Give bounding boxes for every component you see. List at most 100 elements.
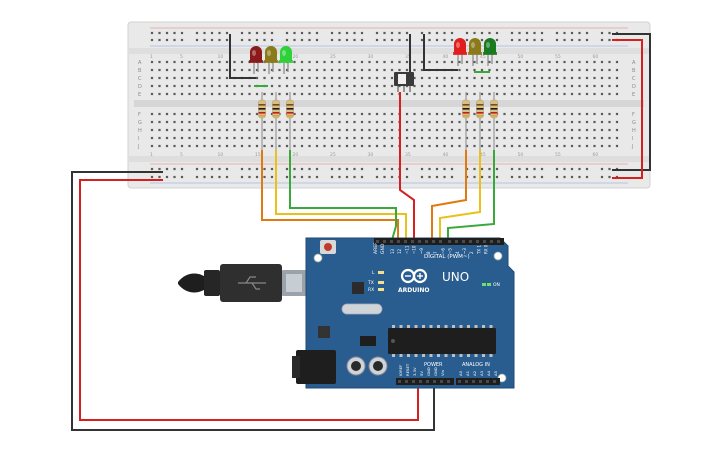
- resistor[interactable]: [476, 92, 484, 150]
- row-letter: H: [138, 128, 142, 134]
- led[interactable]: [453, 38, 467, 66]
- power-pin-label: 3.3V: [412, 367, 417, 376]
- resistor[interactable]: [462, 92, 470, 150]
- l-led: [378, 271, 384, 274]
- wire-yellow-right: [439, 150, 481, 240]
- led[interactable]: [249, 46, 263, 74]
- analog-pin-label: A2: [472, 370, 477, 376]
- row-letter: G: [138, 120, 142, 126]
- column-number: 35: [405, 152, 411, 158]
- column-number: 50: [518, 54, 524, 60]
- row-letter: E: [138, 92, 141, 98]
- tx-label: TX: [367, 280, 374, 286]
- wire-black-right-led-gnd: [423, 34, 458, 71]
- analog-header[interactable]: [456, 378, 500, 385]
- digital-pin-label: 7: [433, 251, 438, 254]
- row-letter: F: [138, 112, 141, 118]
- row-letter: C: [138, 76, 142, 82]
- row-letter: A: [632, 60, 636, 66]
- digital-pin-label: ~5: [448, 248, 453, 254]
- led[interactable]: [468, 38, 482, 66]
- breadboard-column-numbers: 1155101015152020252530303535404045455050…: [150, 54, 598, 158]
- digital-pin-label: TX 1: [476, 245, 481, 255]
- column-number: 55: [555, 152, 561, 158]
- wire-black-right-rail: [612, 33, 651, 171]
- reset-button[interactable]: [320, 240, 336, 254]
- wire-orange-right: [431, 150, 467, 240]
- row-letter: A: [138, 60, 142, 66]
- power-jack[interactable]: [292, 350, 336, 384]
- power-pin-label: Vin: [440, 369, 445, 376]
- column-number: 40: [443, 152, 449, 158]
- rx-led: [378, 288, 384, 291]
- gnd-label-top: GND: [380, 243, 386, 254]
- column-number: 60: [593, 152, 599, 158]
- column-number: 30: [368, 54, 374, 60]
- row-letter: J: [631, 144, 633, 150]
- column-number: 25: [330, 152, 336, 158]
- power-pin-label: RESET: [405, 363, 410, 376]
- wire-black-gnd-loop: [71, 171, 435, 431]
- digital-pin-label: ~10: [412, 245, 417, 254]
- resistor-group[interactable]: [258, 92, 498, 150]
- analog-pin-label: A1: [465, 370, 470, 376]
- digital-pin-label: ~11: [404, 245, 409, 254]
- column-number: 50: [518, 152, 524, 158]
- digital-pin-label: RX 0: [484, 244, 489, 254]
- column-number: 40: [443, 54, 449, 60]
- led-group-right[interactable]: [453, 38, 497, 66]
- led[interactable]: [483, 38, 497, 66]
- row-letter: E: [632, 92, 635, 98]
- digital-pin-label: 2: [469, 251, 474, 254]
- resistor[interactable]: [490, 92, 498, 150]
- row-letter: F: [632, 112, 635, 118]
- brand-text: ARDUINO: [398, 287, 429, 294]
- wire-orange-left: [261, 150, 399, 240]
- slide-switch[interactable]: [394, 72, 414, 92]
- power-pin-label: GND: [426, 367, 431, 376]
- led[interactable]: [264, 46, 278, 74]
- power-header[interactable]: [396, 378, 454, 385]
- row-letter: D: [138, 84, 142, 90]
- digital-pin-label: ~9: [419, 248, 424, 254]
- capacitors: [346, 356, 388, 376]
- column-number: 1: [150, 54, 153, 60]
- usb-cable[interactable]: [178, 264, 306, 302]
- power-pin-label: GND: [433, 367, 438, 376]
- on-led: [482, 283, 486, 286]
- wire-green-left: [289, 150, 397, 241]
- column-number: 25: [330, 54, 336, 60]
- analog-pin-label: A4: [486, 370, 491, 376]
- analog-label: ANALOG IN: [462, 362, 490, 368]
- digital-pin-label: 4: [455, 251, 460, 254]
- resistor[interactable]: [258, 92, 266, 150]
- resistor[interactable]: [272, 92, 280, 150]
- wires[interactable]: [71, 33, 651, 431]
- wire-red-5v-loop: [79, 179, 419, 421]
- digital-pin-label: 8: [426, 251, 431, 254]
- row-letter: C: [632, 76, 636, 82]
- wire-red-switch: [399, 92, 415, 240]
- column-number: 10: [218, 54, 224, 60]
- row-letter: I: [138, 136, 139, 142]
- atmega-chip: [388, 325, 496, 357]
- resistor[interactable]: [286, 92, 294, 150]
- led[interactable]: [279, 46, 293, 74]
- usb-chip: [352, 282, 364, 294]
- digital-header[interactable]: [374, 238, 504, 245]
- row-letter: G: [632, 120, 636, 126]
- row-letter: I: [632, 136, 633, 142]
- model-text: UNO: [442, 270, 469, 284]
- row-letter: D: [632, 84, 636, 90]
- power-label: POWER: [424, 362, 443, 368]
- on-led-2: [487, 283, 491, 286]
- column-number: 10: [218, 152, 224, 158]
- column-number: 60: [593, 54, 599, 60]
- digital-pin-label: ~6: [440, 248, 445, 254]
- led-group-left[interactable]: [249, 46, 293, 74]
